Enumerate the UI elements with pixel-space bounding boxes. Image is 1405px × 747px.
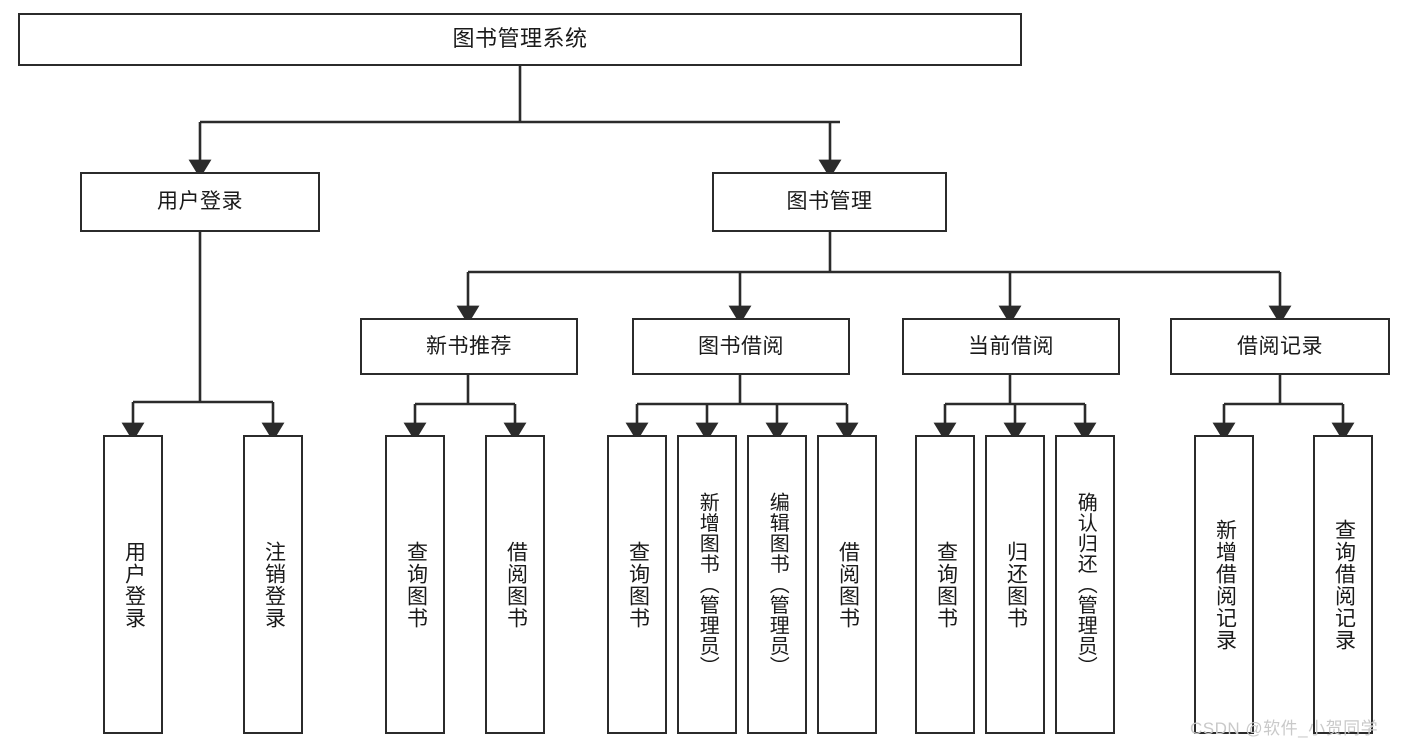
node-root-label: 图书管理系统 <box>452 26 588 52</box>
node-leaf-query-book-3-label: 查询图书 <box>934 540 958 629</box>
node-leaf-query-borrow-record-label: 查询借阅记录 <box>1332 518 1356 651</box>
node-book-borrow-label: 图书借阅 <box>698 334 784 358</box>
node-leaf-query-book-2[interactable]: 查询图书 <box>607 435 667 734</box>
node-leaf-query-book-1[interactable]: 查询图书 <box>385 435 445 734</box>
node-leaf-query-borrow-record[interactable]: 查询借阅记录 <box>1313 435 1373 734</box>
node-leaf-return-book[interactable]: 归还图书 <box>985 435 1045 734</box>
node-leaf-borrow-book-2[interactable]: 借阅图书 <box>817 435 877 734</box>
edge-borrow-record-to-leaves <box>1212 375 1355 442</box>
node-leaf-add-book[interactable]: 新增图书（管理员） <box>677 435 737 734</box>
node-leaf-return-book-label: 归还图书 <box>1004 540 1028 629</box>
node-leaf-add-borrow-record[interactable]: 新增借阅记录 <box>1194 435 1254 734</box>
node-leaf-query-book-3[interactable]: 查询图书 <box>915 435 975 734</box>
node-leaf-logout-login-label: 注销登录 <box>262 540 286 629</box>
node-new-book-recommend[interactable]: 新书推荐 <box>360 318 578 375</box>
csdn-watermark: CSDN @软件_小贺同学 <box>1190 719 1379 738</box>
edge-new-book-recommend-to-leaves <box>403 375 527 442</box>
edge-book-management-to-level3 <box>456 232 1292 325</box>
node-leaf-logout-login[interactable]: 注销登录 <box>243 435 303 734</box>
edge-root-to-level2 <box>188 66 842 179</box>
node-user-login-label: 用户登录 <box>157 190 243 214</box>
node-leaf-query-book-2-label: 查询图书 <box>626 540 650 629</box>
node-user-login[interactable]: 用户登录 <box>80 172 320 232</box>
node-leaf-borrow-book-2-label: 借阅图书 <box>836 540 860 629</box>
node-leaf-add-book-label: 新增图书（管理员） <box>696 492 719 677</box>
node-root-system[interactable]: 图书管理系统 <box>18 13 1022 66</box>
edge-book-borrow-to-leaves <box>625 375 859 442</box>
node-leaf-borrow-book-1[interactable]: 借阅图书 <box>485 435 545 734</box>
node-borrow-record[interactable]: 借阅记录 <box>1170 318 1390 375</box>
node-leaf-add-borrow-record-label: 新增借阅记录 <box>1213 518 1237 651</box>
node-leaf-confirm-return[interactable]: 确认归还（管理员） <box>1055 435 1115 734</box>
node-book-borrow[interactable]: 图书借阅 <box>632 318 850 375</box>
edge-current-borrow-to-leaves <box>933 375 1097 442</box>
node-borrow-record-label: 借阅记录 <box>1237 334 1323 358</box>
node-leaf-user-login-label: 用户登录 <box>122 540 146 629</box>
node-leaf-edit-book[interactable]: 编辑图书（管理员） <box>747 435 807 734</box>
node-book-management[interactable]: 图书管理 <box>712 172 947 232</box>
node-leaf-confirm-return-label: 确认归还（管理员） <box>1074 492 1097 677</box>
edge-user-login-to-leaves <box>121 232 285 442</box>
node-leaf-user-login[interactable]: 用户登录 <box>103 435 163 734</box>
node-book-management-label: 图书管理 <box>786 190 873 214</box>
node-leaf-borrow-book-1-label: 借阅图书 <box>504 540 528 629</box>
node-leaf-query-book-1-label: 查询图书 <box>404 540 428 629</box>
node-new-book-recommend-label: 新书推荐 <box>426 334 512 358</box>
node-current-borrow-label: 当前借阅 <box>968 334 1054 358</box>
node-leaf-edit-book-label: 编辑图书（管理员） <box>766 492 789 677</box>
node-current-borrow[interactable]: 当前借阅 <box>902 318 1120 375</box>
